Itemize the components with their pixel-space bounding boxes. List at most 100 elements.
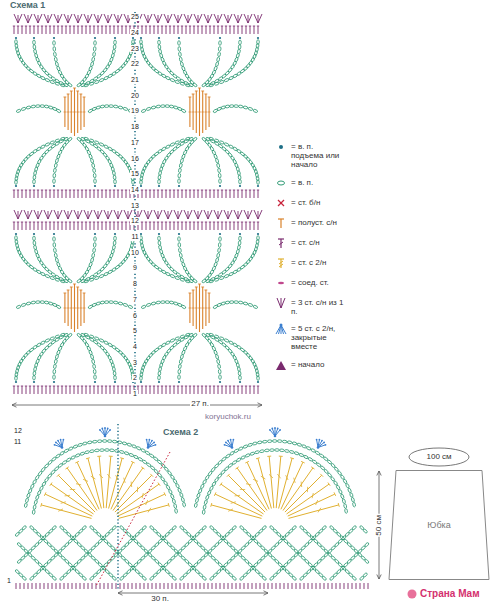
- shell-dot: [60, 439, 62, 441]
- chain-loop: [68, 446, 73, 450]
- chain-loop: [217, 168, 220, 173]
- chain-loop: [164, 260, 169, 265]
- chain-loop: [23, 353, 28, 358]
- chart-stroke: [101, 386, 103, 387]
- chart-stroke: [238, 190, 239, 198]
- chain-dot: [33, 37, 35, 39]
- chain-loop: [91, 253, 94, 258]
- chart-stroke: [30, 386, 31, 394]
- chart-stroke: [186, 26, 187, 34]
- chain-loop: [94, 375, 97, 380]
- chart-stroke: [70, 287, 73, 288]
- chain-loop: [189, 336, 194, 341]
- shell-stitch: [104, 210, 112, 219]
- chart-stroke: [222, 222, 223, 230]
- chain-loop: [53, 375, 56, 380]
- chain-loop: [16, 305, 21, 309]
- chain-dot: [239, 37, 241, 39]
- chain-loop: [284, 449, 289, 452]
- shell-dot: [147, 446, 150, 449]
- chain-loop: [343, 503, 347, 508]
- chart-stroke: [209, 386, 211, 387]
- chart-stroke: [289, 505, 339, 519]
- chain-loop: [260, 450, 265, 453]
- chain-loop: [301, 444, 306, 448]
- chain-loop: [148, 63, 153, 68]
- chart-stroke: [29, 26, 31, 27]
- chart-stroke: [97, 190, 99, 191]
- chain-loop: [92, 364, 95, 369]
- chart-stroke: [118, 222, 119, 230]
- chain-loop: [246, 157, 251, 162]
- chain-loop: [29, 151, 34, 156]
- chart-stroke: [250, 190, 251, 198]
- shell-stitch: [224, 14, 232, 23]
- chain-loop: [62, 143, 67, 148]
- chain-loop: [45, 78, 50, 82]
- chain-loop: [47, 342, 52, 347]
- chain-loop: [345, 483, 349, 488]
- shell-dot: [274, 435, 277, 438]
- chart-stroke: [77, 287, 78, 329]
- chart-stroke: [49, 190, 51, 191]
- chain-loop: [103, 264, 108, 269]
- chart-stroke: [14, 190, 15, 198]
- chart-stroke: [137, 487, 138, 492]
- chart-stroke: [258, 222, 259, 230]
- chain-loop: [100, 345, 105, 350]
- chart-stroke: [64, 308, 67, 309]
- chart-stroke: [90, 26, 91, 34]
- scheme-2-chart: [15, 424, 370, 595]
- chain-loop: [64, 140, 69, 145]
- chart-stroke: [233, 222, 235, 223]
- chart-stroke: [84, 293, 85, 323]
- chart-stroke: [74, 284, 75, 332]
- chain-loop: [215, 62, 219, 67]
- chain-loop: [91, 163, 94, 168]
- chain-loop: [239, 236, 242, 241]
- chart-stroke: [217, 26, 219, 27]
- chain-loop: [92, 248, 95, 253]
- chart-stroke: [170, 190, 171, 198]
- chart-stroke: [83, 97, 86, 98]
- chart-stroke: [41, 503, 42, 507]
- chain-loop: [180, 62, 184, 67]
- chart-stroke: [198, 112, 201, 113]
- dimension-arrow: [258, 403, 263, 407]
- chain-loop: [85, 73, 90, 78]
- chart-stroke: [177, 190, 179, 191]
- chain-loop: [230, 156, 235, 161]
- chart-stroke: [142, 386, 143, 394]
- chart-stroke: [42, 190, 43, 198]
- chain-loop: [103, 152, 108, 157]
- chain-loop: [94, 140, 99, 144]
- chain-loop: [156, 105, 161, 108]
- chain-dot: [33, 185, 35, 187]
- chart-stroke: [253, 222, 255, 223]
- chain-loop: [41, 348, 46, 353]
- shell-stitch: [14, 210, 22, 219]
- chart-stroke: [77, 386, 79, 387]
- chart-stroke: [13, 26, 15, 27]
- chain-loop: [210, 269, 215, 274]
- chain-loop: [243, 262, 248, 267]
- chart-stroke: [229, 222, 231, 223]
- chart-stroke: [80, 94, 83, 95]
- chart-stroke: [226, 386, 227, 394]
- chain-loop: [53, 248, 56, 253]
- chain-loop: [82, 442, 87, 446]
- chart-stroke: [165, 26, 167, 27]
- chart-stroke: [254, 386, 255, 394]
- chart-stroke: [81, 386, 83, 387]
- chart-stroke: [190, 26, 191, 34]
- chart-stroke: [195, 112, 198, 113]
- chain-loop: [187, 143, 192, 148]
- chart-stroke: [173, 26, 175, 27]
- chain-dot: [239, 185, 241, 187]
- chart-stroke: [240, 489, 245, 490]
- chain-loop: [115, 347, 120, 352]
- chart-stroke: [78, 26, 79, 34]
- chart-stroke: [197, 26, 199, 27]
- chain-loop: [29, 265, 34, 270]
- shell-dot: [55, 442, 57, 444]
